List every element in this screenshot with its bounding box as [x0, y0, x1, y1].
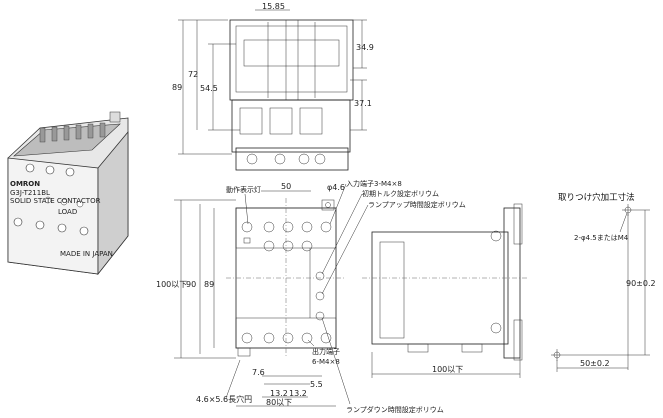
dim-90-front: 90 [186, 280, 196, 289]
dim-15-85: 15.85 [262, 2, 285, 11]
dim-5-5: 5.5 [310, 380, 323, 389]
dim-100-max: 100以下 [156, 280, 187, 289]
dim-54-5: 54.5 [200, 84, 218, 93]
torque-volume-knob [315, 271, 325, 281]
dim-89-top: 89 [172, 83, 182, 92]
rampup-volume-knob [315, 291, 325, 301]
mounting-title: 取りつけ穴加工寸法 [558, 192, 635, 203]
callout-output-terminal-2: 6-M4×8 [312, 358, 340, 366]
product-label-made: MADE IN JAPAN [60, 250, 113, 258]
dim-34-9: 34.9 [356, 43, 374, 52]
callout-rampdown: ランプダウン時間設定ボリウム [346, 405, 444, 414]
mount-pitch-v: 90±0.2 [626, 279, 656, 288]
product-mount-tab [109, 111, 121, 123]
callout-torque: 初期トルク設定ボリウム [362, 189, 439, 198]
dim-hole-front: φ4.6 [327, 183, 345, 192]
dim-13-2-b: 13.2 [289, 389, 307, 398]
product-illustration: OMRON G3J-T211BL SOLID STATE CONTACTOR L… [7, 111, 129, 276]
mount-pitch-h: 50±0.2 [580, 359, 610, 368]
side-view-body [371, 231, 509, 345]
side-view: 100以下 [362, 203, 528, 378]
mount-hole-top [325, 202, 331, 208]
dim-80-max: 80以下 [266, 398, 292, 407]
dim-37-1: 37.1 [354, 99, 372, 108]
dim-slot: 4.6×5.6長穴円 [196, 394, 252, 404]
product-model: G3J-T211BL [10, 189, 50, 197]
dim-50-front: 50 [281, 182, 291, 191]
top-view-terminal-block [231, 99, 351, 153]
product-label-load: LOAD [58, 208, 77, 216]
callout-rampup: ランプアップ時間設定ボリウム [368, 200, 466, 209]
top-view: 15.85 89 72 54.5 34.9 37.1 [172, 2, 374, 171]
mounting-holes: 取りつけ穴加工寸法 2-φ4.5またはM4 90±0.2 50±0.2 [551, 192, 656, 372]
product-label-contactor: SOLID STATE CONTACTOR [10, 197, 101, 205]
side-view-rail [503, 207, 521, 359]
callout-input-terminal: 入力端子3-M4×8 [346, 179, 402, 188]
top-view-body [229, 19, 354, 101]
mount-hole-label: 2-φ4.5またはM4 [574, 234, 629, 242]
top-view-terminal-row [235, 147, 349, 171]
product-brand: OMRON [10, 180, 40, 188]
dim-89-front: 89 [204, 280, 214, 289]
callout-indicator: 動作表示灯 [226, 185, 261, 194]
dim-13-2-a: 13.2 [270, 389, 288, 398]
dim-100-depth: 100以下 [432, 365, 463, 374]
front-view: 50 φ4.6 100以下 90 89 7.6 5.5 13.2 13.2 80… [156, 179, 466, 414]
callout-output-terminal-1: 出力端子 [312, 347, 340, 356]
top-view-inner [235, 25, 348, 93]
dim-7-6: 7.6 [252, 368, 265, 377]
product-fins [39, 122, 106, 143]
rampdown-volume-knob [315, 311, 325, 321]
dim-72: 72 [188, 70, 198, 79]
